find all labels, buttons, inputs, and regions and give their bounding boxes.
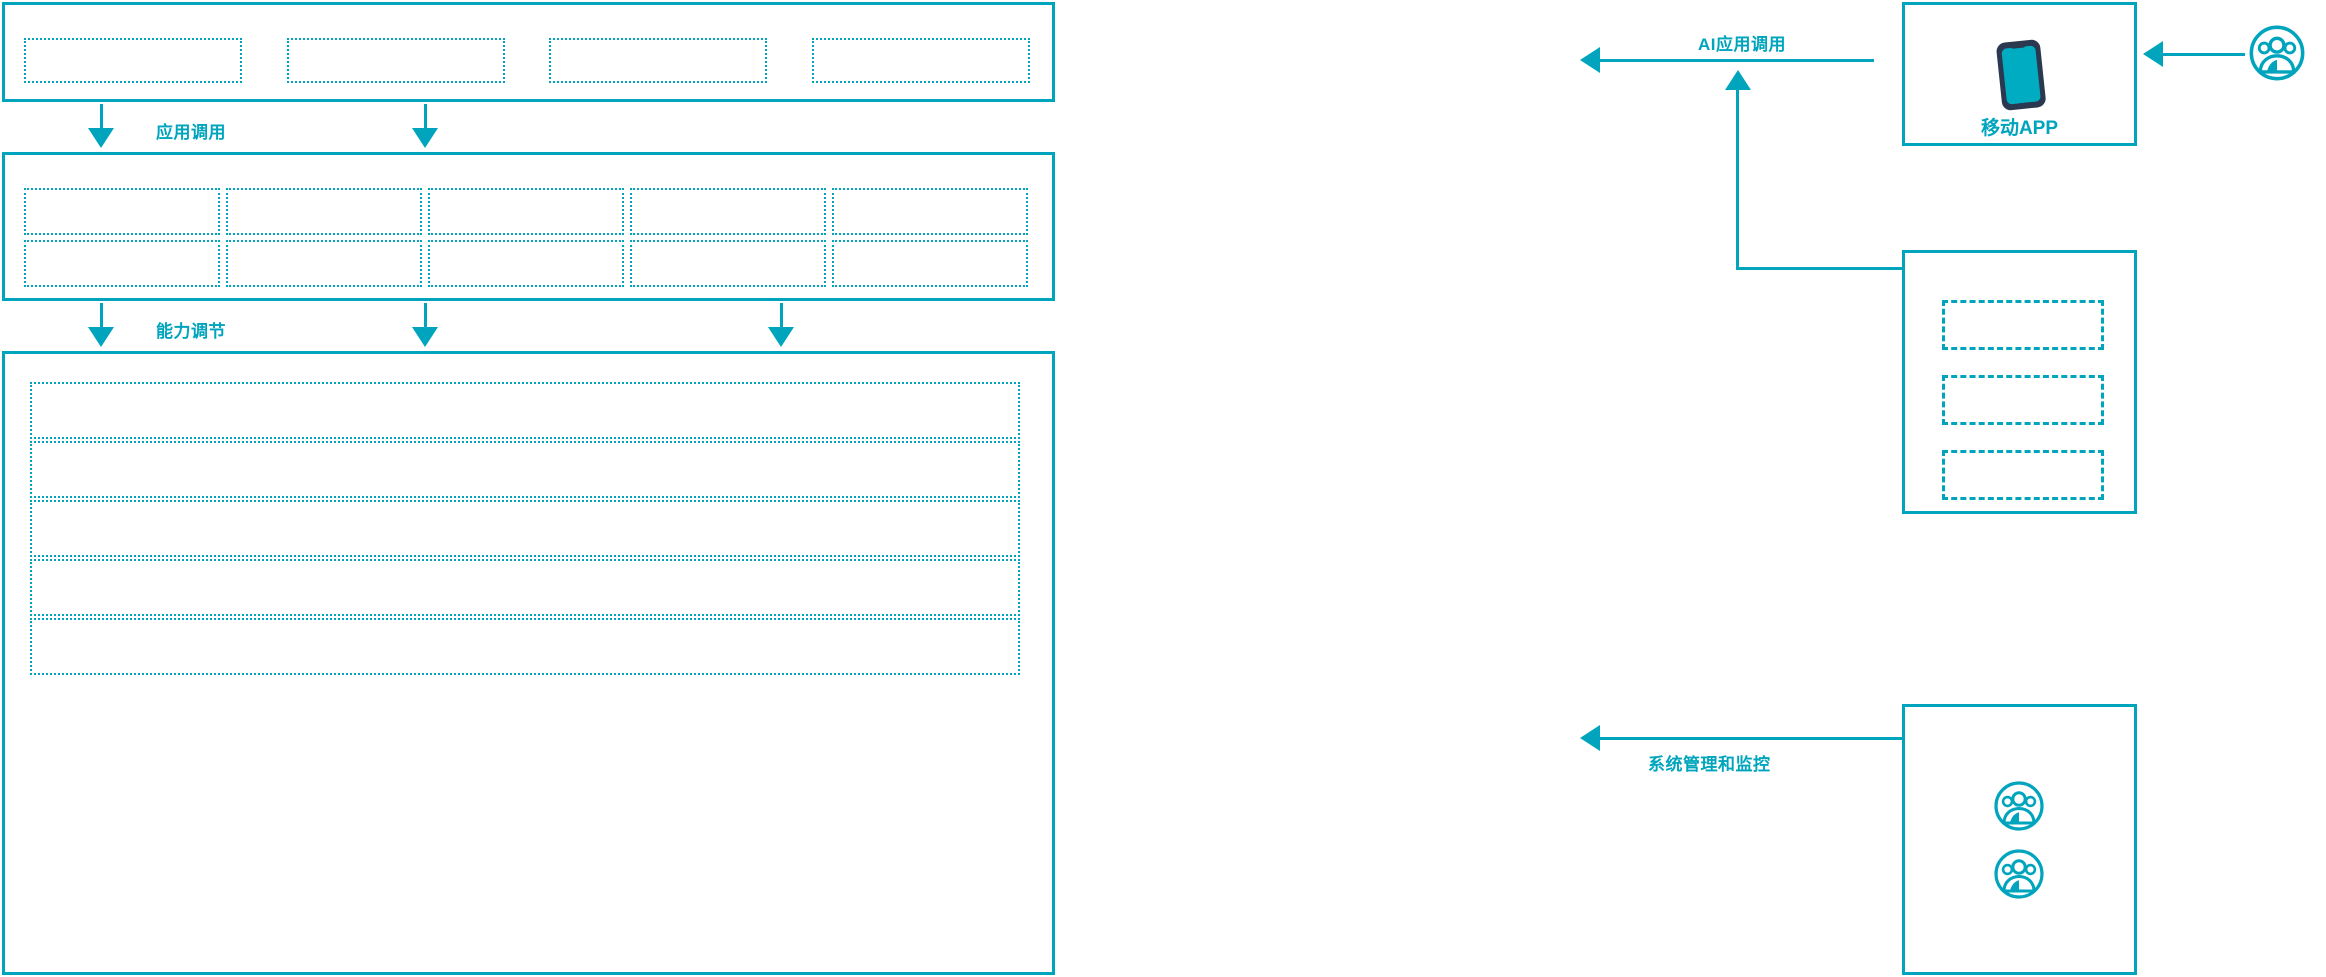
- capability-tuning-connector-line-2: [424, 303, 427, 341]
- capability-slot-r2c1[interactable]: [24, 240, 220, 287]
- user-group-icon: [1994, 781, 2044, 831]
- capability-slot-r2c5[interactable]: [832, 240, 1028, 287]
- app-call-connector-line-2: [424, 104, 427, 142]
- capability-slot-r1c3[interactable]: [428, 188, 624, 235]
- application-layer-panel: [2, 2, 1055, 102]
- platform-slot-4[interactable]: [30, 559, 1020, 616]
- ai-app-call-line-from-channel: [1736, 267, 1902, 270]
- app-call-connector-line-1: [100, 104, 103, 142]
- capability-slot-r1c4[interactable]: [630, 188, 826, 235]
- ai-app-call-line-horizontal: [1600, 59, 1874, 62]
- ai-app-call-label: AI应用调用: [1698, 35, 1786, 54]
- user-group-icon: [2249, 25, 2305, 81]
- channel-slot-1[interactable]: [1942, 300, 2104, 350]
- capability-slot-r2c2[interactable]: [226, 240, 422, 287]
- external-user-to-app-line: [2163, 53, 2245, 56]
- channel-slot-2[interactable]: [1942, 375, 2104, 425]
- capability-tuning-arrowhead-2: [412, 327, 438, 347]
- system-admin-label: 系统管理和监控: [1648, 755, 1771, 774]
- user-group-icon: [1994, 849, 2044, 899]
- system-admin-line: [1600, 737, 1902, 740]
- smartphone-icon: [1996, 39, 2046, 111]
- ops-node[interactable]: [1902, 704, 2137, 975]
- capability-slot-r1c1[interactable]: [24, 188, 220, 235]
- capability-tuning-connector-line-3: [780, 303, 783, 341]
- capability-slot-r2c3[interactable]: [428, 240, 624, 287]
- application-slot-4[interactable]: [812, 38, 1030, 83]
- application-slot-3[interactable]: [549, 38, 767, 83]
- application-slot-1[interactable]: [24, 38, 242, 83]
- ai-app-call-arrowhead: [1580, 47, 1600, 73]
- capability-layer-panel: [2, 152, 1055, 301]
- platform-slot-2[interactable]: [30, 441, 1020, 498]
- mobile-app-caption: 移动APP: [1980, 118, 2059, 139]
- capability-slot-r2c4[interactable]: [630, 240, 826, 287]
- capability-slot-r1c2[interactable]: [226, 188, 422, 235]
- app-call-label: 应用调用: [156, 123, 226, 142]
- app-call-arrowhead-2: [412, 128, 438, 148]
- application-slot-2[interactable]: [287, 38, 505, 83]
- ai-app-call-line-vertical: [1736, 90, 1739, 270]
- ai-app-call-arrowhead-up: [1725, 70, 1751, 90]
- external-user-to-app-arrowhead: [2143, 41, 2163, 67]
- channel-slot-3[interactable]: [1942, 450, 2104, 500]
- app-call-arrowhead-1: [88, 128, 114, 148]
- platform-layer-panel: [2, 351, 1055, 975]
- platform-slot-1[interactable]: [30, 382, 1020, 439]
- capability-tuning-label: 能力调节: [156, 322, 226, 341]
- system-admin-arrowhead: [1580, 725, 1600, 751]
- channel-node[interactable]: [1902, 250, 2137, 514]
- capability-slot-r1c5[interactable]: [832, 188, 1028, 235]
- platform-slot-5[interactable]: [30, 618, 1020, 675]
- capability-tuning-arrowhead-3: [768, 327, 794, 347]
- capability-tuning-connector-line-1: [100, 303, 103, 341]
- platform-slot-3[interactable]: [30, 500, 1020, 557]
- capability-tuning-arrowhead-1: [88, 327, 114, 347]
